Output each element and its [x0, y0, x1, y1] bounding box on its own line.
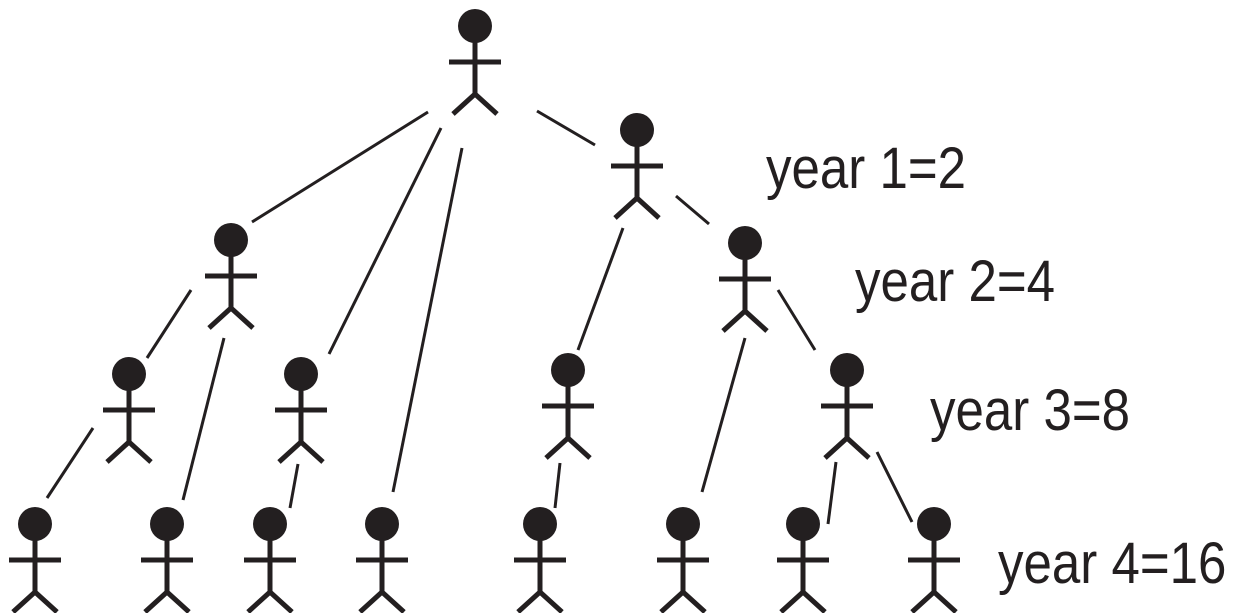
stick-person-icon	[449, 9, 501, 116]
connector-line	[391, 147, 464, 493]
connector-line	[675, 194, 710, 226]
stick-person-icon	[141, 507, 193, 613]
year-1-label: year 1=2	[766, 136, 967, 201]
connector-line	[553, 462, 562, 509]
stick-person-icon	[244, 507, 296, 613]
stick-person-icon	[611, 113, 663, 220]
connector-line	[145, 289, 193, 359]
connector-line	[251, 110, 429, 224]
connector-line	[45, 427, 95, 499]
connector-lines	[45, 109, 914, 525]
stick-person-icon	[657, 507, 709, 613]
people-group	[9, 9, 960, 613]
year-3-label: year 3=8	[930, 378, 1131, 443]
connector-line	[327, 127, 443, 355]
stick-person-icon	[356, 507, 408, 613]
stick-person-icon	[821, 353, 873, 460]
connector-line	[181, 337, 226, 501]
connector-line	[700, 337, 747, 493]
stick-person-icon	[275, 357, 327, 464]
connector-line	[288, 463, 300, 509]
connector-line	[776, 289, 817, 351]
stick-person-icon	[205, 223, 257, 330]
connector-line	[875, 451, 914, 523]
stick-person-icon	[719, 226, 771, 333]
stick-person-icon	[103, 357, 155, 464]
connector-line	[826, 461, 838, 525]
stick-person-icon	[514, 507, 566, 613]
year-4-label: year 4=16	[998, 531, 1227, 596]
stick-person-icon	[908, 507, 960, 613]
stick-person-icon	[542, 353, 594, 460]
connector-line	[576, 227, 625, 351]
connector-line	[536, 109, 596, 147]
stick-person-icon	[777, 507, 829, 613]
stick-person-icon	[9, 507, 61, 613]
year-2-label: year 2=4	[855, 249, 1056, 314]
